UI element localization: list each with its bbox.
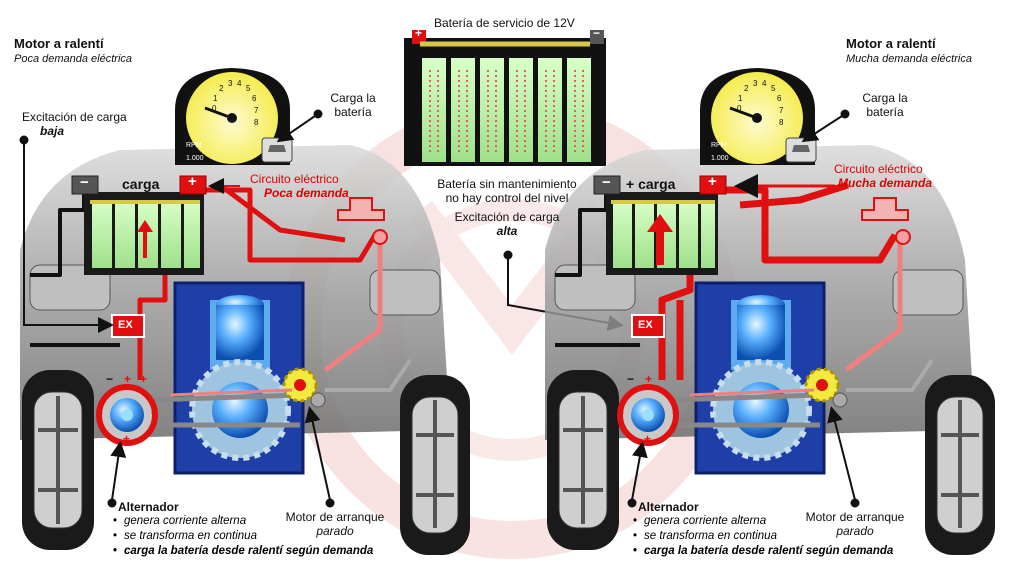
right-alt-minus: − bbox=[627, 372, 635, 386]
gauge-tick: 2 bbox=[744, 84, 749, 93]
list-item: genera corriente alterna bbox=[633, 514, 893, 529]
right-charge-label: + carga bbox=[626, 176, 676, 192]
left-alt-plus-bottom: + bbox=[123, 432, 131, 446]
center-battery-caption-1: Batería sin mantenimiento bbox=[437, 177, 577, 191]
gauge-tick: 8 bbox=[254, 118, 259, 127]
list-item: genera corriente alterna bbox=[113, 514, 373, 529]
gauge-tick: 7 bbox=[779, 106, 784, 115]
right-engine-block bbox=[669, 281, 826, 475]
center-excitation-label: Excitación de carga bbox=[454, 210, 560, 224]
left-rear-wheel bbox=[400, 375, 470, 555]
left-alt-plus-right: + bbox=[151, 406, 159, 420]
left-wiring bbox=[30, 183, 412, 397]
right-ex-label: EX bbox=[638, 319, 653, 331]
left-ex-label: EX bbox=[118, 319, 133, 331]
right-alt-plus-right: + bbox=[672, 406, 680, 420]
list-item: carga la batería desde ralentí según dem… bbox=[633, 544, 893, 559]
left-alt-minus: − bbox=[106, 372, 114, 386]
center-battery-caption-2: no hay control del nivel bbox=[445, 191, 569, 205]
gauge-tick: 2 bbox=[219, 84, 224, 93]
right-alt-plus-left: + bbox=[617, 406, 625, 420]
left-alternator bbox=[96, 384, 158, 446]
left-engine-block bbox=[149, 281, 305, 475]
right-circuit-label: Circuito eléctrico bbox=[834, 162, 923, 176]
left-charge-battery-2: batería bbox=[334, 105, 372, 119]
left-front-wheel bbox=[22, 370, 94, 550]
gauge-tick: 6 bbox=[777, 94, 782, 103]
gauge-tick: 0 bbox=[737, 104, 742, 113]
left-pointer-lines bbox=[19, 109, 335, 508]
right-pointer-lines bbox=[627, 109, 860, 508]
left-title: Motor a ralentí bbox=[14, 36, 104, 51]
right-rpm-gauge bbox=[700, 68, 817, 165]
left-circuit-value: Poca demanda bbox=[264, 186, 349, 200]
left-rpm-gauge bbox=[175, 68, 293, 165]
gauge-multiplier: 1.000 bbox=[186, 155, 204, 162]
right-alt-plus-bottom: + bbox=[644, 432, 652, 446]
left-excitation-label: Excitación de carga bbox=[22, 110, 127, 124]
right-circuit-value: Mucha demanda bbox=[838, 176, 933, 190]
gauge-tick: 4 bbox=[237, 79, 242, 88]
right-front-wheel bbox=[547, 370, 619, 550]
gauge-unit: RPM bbox=[186, 142, 202, 149]
left-starter-motor bbox=[282, 367, 326, 408]
right-alternator bbox=[617, 384, 679, 446]
center-battery bbox=[404, 30, 606, 166]
right-rear-wheel bbox=[925, 375, 995, 555]
left-battery-minus-terminal: − bbox=[80, 174, 89, 191]
left-alt-plus-top: + bbox=[124, 372, 132, 386]
center-battery-title: Batería de servicio de 12V bbox=[434, 16, 575, 30]
right-battery-minus-terminal: − bbox=[602, 174, 611, 191]
gauge-tick: 6 bbox=[252, 94, 257, 103]
left-subtitle: Poca demanda eléctrica bbox=[14, 53, 133, 65]
right-charge-battery-1: Carga la bbox=[862, 91, 908, 105]
right-charge-battery-2: batería bbox=[866, 105, 904, 119]
gauge-tick: 3 bbox=[228, 79, 233, 88]
left-alternator-title: Alternador bbox=[118, 500, 179, 514]
gauge-tick: 1 bbox=[213, 94, 218, 103]
gauge-tick: 3 bbox=[753, 79, 758, 88]
right-title: Motor a ralentí bbox=[846, 36, 936, 51]
right-lamp-load bbox=[861, 197, 911, 245]
gauge-multiplier: 1.000 bbox=[711, 155, 729, 162]
right-alternator-list: genera corriente alterna se transforma e… bbox=[632, 514, 893, 559]
left-circuit-label: Circuito eléctrico bbox=[250, 172, 339, 186]
right-ex-box bbox=[631, 314, 665, 338]
right-starter-motor bbox=[804, 367, 848, 408]
list-item: se transforma en continua bbox=[633, 529, 893, 544]
left-battery bbox=[71, 175, 207, 275]
gauge-tick: 0 bbox=[212, 104, 217, 113]
left-alt-plus-left: + bbox=[96, 406, 104, 420]
gauge-tick: 7 bbox=[254, 106, 259, 115]
right-alt-plus-top: + bbox=[645, 372, 653, 386]
gauge-tick: 4 bbox=[762, 79, 767, 88]
left-lamp-load bbox=[337, 197, 388, 245]
list-item: carga la batería desde ralentí según dem… bbox=[113, 544, 373, 559]
gauge-tick: 1 bbox=[738, 94, 743, 103]
right-battery bbox=[593, 175, 727, 275]
left-excitation-value: baja bbox=[40, 124, 65, 138]
left-charge-battery-1: Carga la bbox=[330, 91, 376, 105]
gauge-tick: 5 bbox=[771, 84, 776, 93]
left-alt-plus-top2: + bbox=[140, 372, 148, 386]
right-battery-plus-terminal: + bbox=[708, 173, 717, 190]
center-battery-plus-terminal: + bbox=[415, 26, 423, 40]
list-item: se transforma en continua bbox=[113, 529, 373, 544]
center-battery-minus-terminal: − bbox=[593, 26, 601, 40]
gauge-tick: 5 bbox=[246, 84, 251, 93]
gauge-tick: 8 bbox=[779, 118, 784, 127]
center-excitation-value: alta bbox=[496, 224, 518, 238]
gauge-unit: RPM bbox=[711, 142, 727, 149]
right-alternator-title: Alternador bbox=[638, 500, 699, 514]
right-subtitle: Mucha demanda eléctrica bbox=[846, 53, 972, 65]
left-charge-label: carga bbox=[122, 176, 160, 192]
left-alternator-list: genera corriente alterna se transforma e… bbox=[112, 514, 373, 559]
left-battery-plus-terminal: + bbox=[188, 173, 197, 190]
